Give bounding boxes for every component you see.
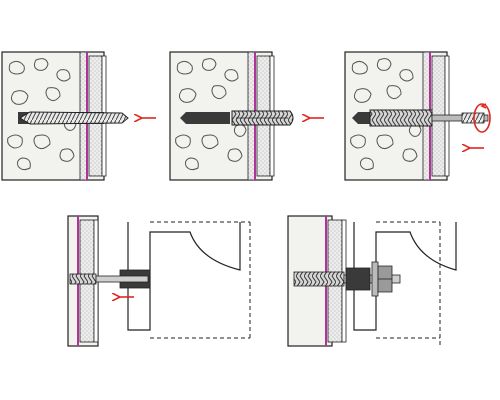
rotation-arrow-icon (473, 103, 491, 133)
step-1-drill-hole (1, 51, 156, 181)
anchor-plug-icon (369, 109, 433, 127)
nut-washer-icon (371, 261, 393, 297)
step-2-insert-anchor (169, 51, 324, 181)
step-3-screw-in-rod (344, 51, 491, 181)
drill-hole (180, 112, 230, 124)
step-5-fasten-nut (287, 215, 457, 347)
step-4-position-fixture (67, 215, 251, 347)
anchor-rod-icon (69, 273, 149, 285)
drill-bit-icon (19, 111, 129, 125)
drill-hole (352, 112, 370, 124)
screwdriver-icon (431, 112, 489, 124)
fixture-bracket-icon (345, 221, 457, 346)
stone-texture (350, 58, 422, 171)
anchor-plug-icon (231, 110, 294, 126)
